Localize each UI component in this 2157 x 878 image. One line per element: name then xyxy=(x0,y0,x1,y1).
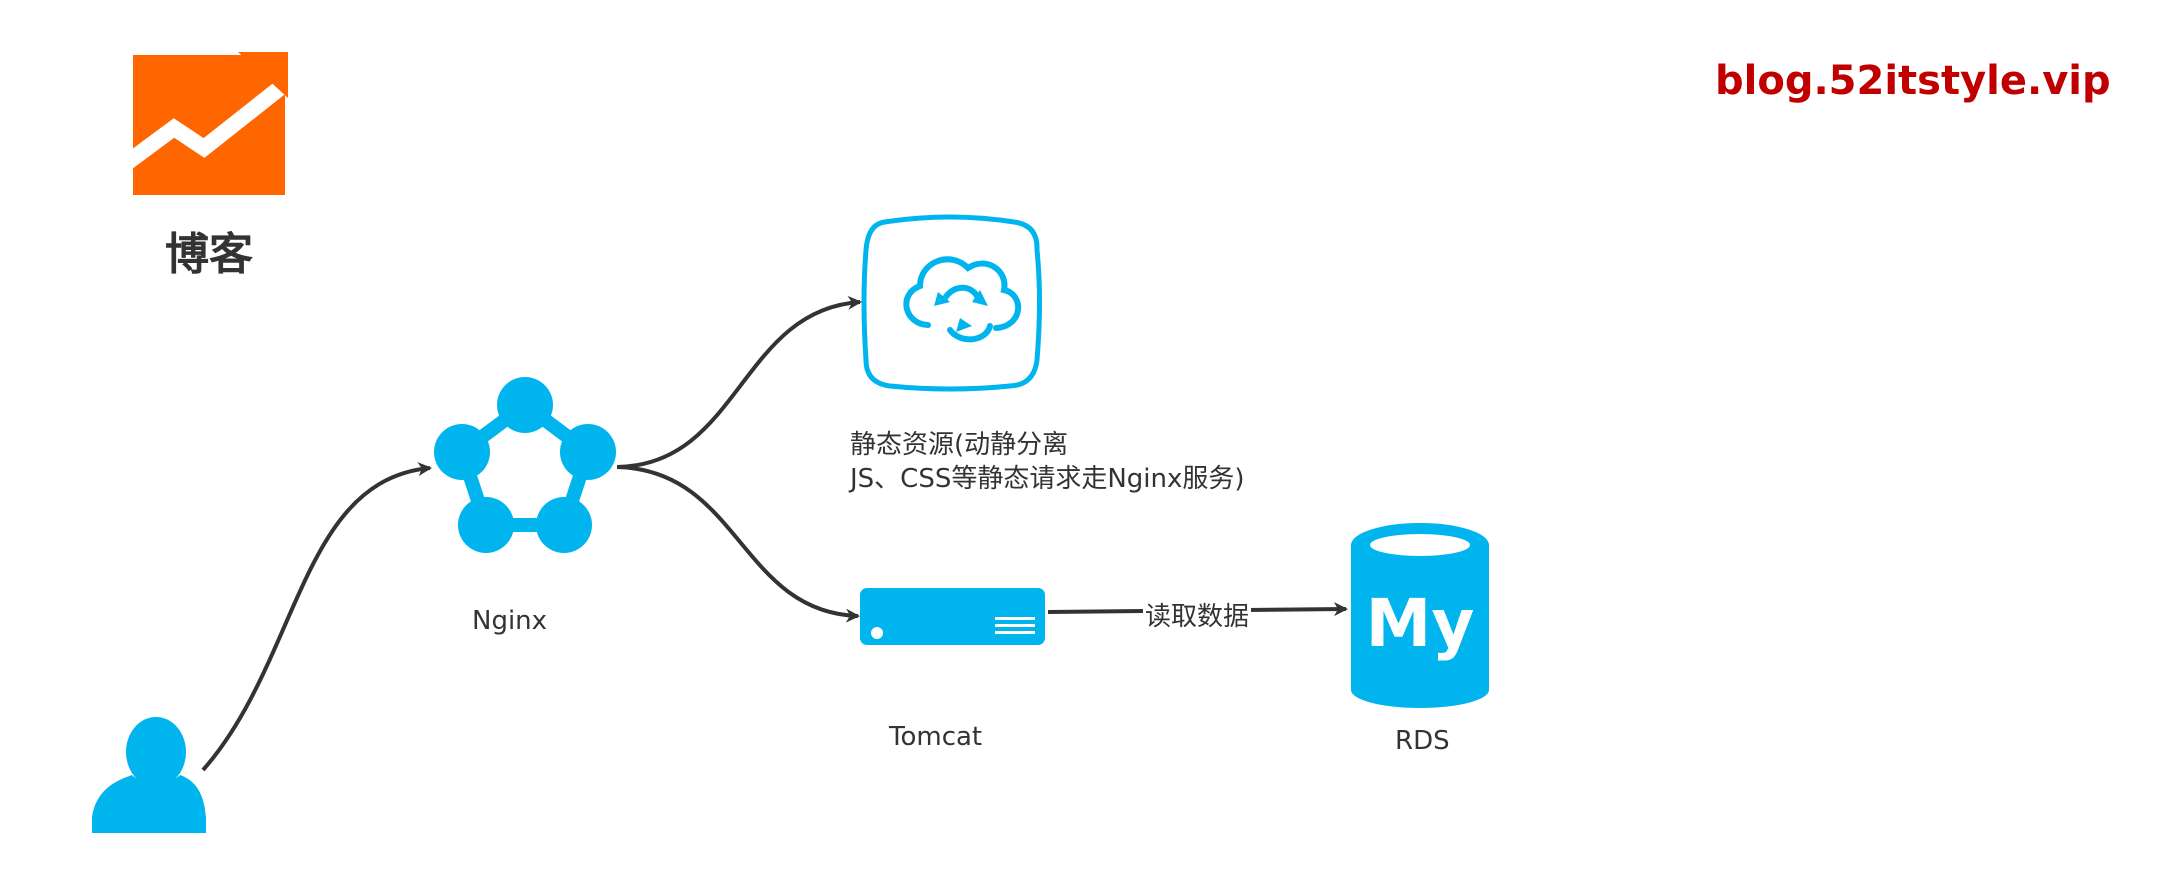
trend-chart-icon xyxy=(115,52,290,195)
edge-nginx-to-tomcat xyxy=(616,465,860,623)
cloud-sync-icon xyxy=(861,214,1042,392)
server-icon xyxy=(860,588,1045,645)
static-desc-line1: 静态资源(动静分离 xyxy=(850,430,1069,460)
edge-nginx-to-static xyxy=(616,295,862,469)
mysql-database-icon: My xyxy=(1351,523,1489,708)
rds-badge: My xyxy=(1366,585,1475,662)
user-icon xyxy=(92,717,206,833)
edges xyxy=(201,295,1348,772)
static-desc-line2: JS、CSS等静态请求走Nginx服务) xyxy=(850,464,1245,494)
static-resource-description: 静态资源(动静分离 JS、CSS等静态请求走Nginx服务) xyxy=(850,428,1245,496)
nginx-label: Nginx xyxy=(472,606,548,636)
edge-label-read-data: 读取数据 xyxy=(1143,596,1252,633)
nginx-network-icon xyxy=(434,377,616,553)
rds-label: RDS xyxy=(1395,726,1450,756)
blog-logo-label: 博客 xyxy=(165,229,253,280)
brand-url: blog.52itstyle.vip xyxy=(1715,58,2111,104)
edge-user-to-nginx xyxy=(201,462,432,772)
tomcat-label: Tomcat xyxy=(889,722,983,752)
